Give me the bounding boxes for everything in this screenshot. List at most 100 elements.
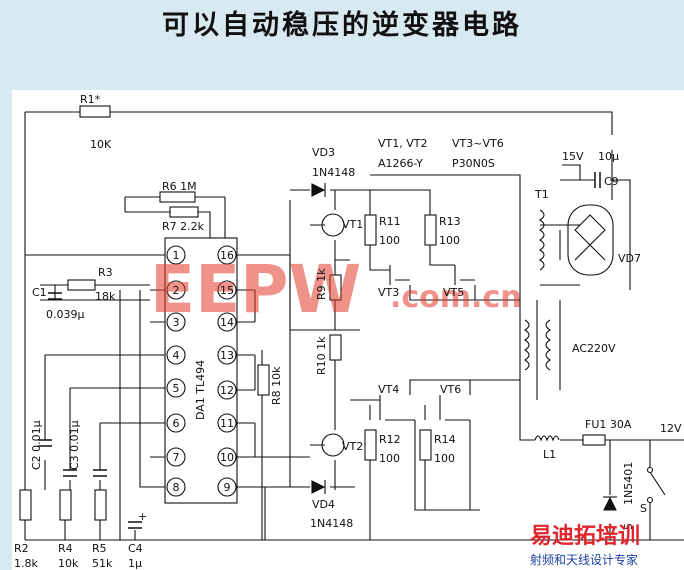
svg-text:11: 11 bbox=[220, 417, 234, 430]
svg-text:6: 6 bbox=[173, 417, 180, 430]
label-vd5: 5 bbox=[622, 523, 635, 530]
label-vt4: VT4 bbox=[378, 383, 399, 396]
label-r2: R2 bbox=[14, 542, 29, 555]
resistor-r13 bbox=[424, 214, 437, 246]
label-r14-val: 100 bbox=[434, 452, 455, 465]
resistor-r10 bbox=[329, 334, 342, 361]
resistor-r12 bbox=[364, 429, 377, 461]
capacitor-c2 bbox=[38, 439, 52, 447]
label-r8: R8 10k bbox=[270, 366, 283, 405]
label-12v: 12V bbox=[660, 422, 682, 435]
labels: R1* 10K VD3 1N4148 VT1, VT2 A1266-Y VT3~… bbox=[14, 93, 682, 570]
ic-pins bbox=[166, 245, 237, 497]
resistor-r1 bbox=[79, 105, 111, 118]
resistor-r6 bbox=[159, 191, 196, 203]
capacitor-c3b bbox=[93, 469, 107, 477]
label-fu1: FU1 30A bbox=[585, 418, 632, 431]
label-vd4: VD4 bbox=[312, 498, 335, 511]
label-vt5: VT5 bbox=[443, 286, 464, 299]
label-r6: R6 1M bbox=[162, 180, 197, 193]
label-t1: T1 bbox=[534, 188, 549, 201]
label-c3: C3 0.01μ bbox=[68, 420, 81, 470]
label-r4-val: 10k bbox=[58, 557, 79, 570]
svg-text:9: 9 bbox=[224, 481, 231, 494]
label-r11: R11 bbox=[379, 215, 401, 228]
diode-vd4 bbox=[311, 480, 326, 494]
label-c9: C9 bbox=[604, 175, 619, 188]
svg-text:2: 2 bbox=[173, 284, 180, 297]
wires bbox=[24, 111, 684, 541]
svg-text:1: 1 bbox=[173, 249, 180, 262]
svg-text:14: 14 bbox=[220, 316, 234, 329]
bridge-vd7 bbox=[567, 204, 614, 276]
capacitors bbox=[38, 172, 601, 529]
label-vt-a: VT1, VT2 bbox=[378, 137, 427, 150]
label-c4: C4 bbox=[128, 542, 143, 555]
resistor-r8 bbox=[257, 364, 270, 396]
svg-text:8: 8 bbox=[173, 481, 180, 494]
switch-s bbox=[646, 466, 666, 504]
label-r1-val: 10K bbox=[90, 138, 112, 151]
label-vt-b-part: P30N0S bbox=[452, 157, 495, 170]
transistors bbox=[321, 213, 345, 457]
label-c2: C2 0.01μ bbox=[30, 420, 43, 470]
label-l1: L1 bbox=[543, 448, 556, 461]
label-r4: R4 bbox=[58, 542, 73, 555]
label-r5-val: 51k bbox=[92, 557, 113, 570]
label-c4-val: 1μ bbox=[128, 557, 142, 570]
label-vt6: VT6 bbox=[440, 383, 461, 396]
resistor-r14 bbox=[419, 429, 432, 461]
label-vt3: VT3 bbox=[378, 286, 399, 299]
transistor-vt1 bbox=[321, 213, 345, 237]
label-c1-val: 0.039μ bbox=[46, 308, 85, 321]
resistor-r7 bbox=[169, 206, 199, 218]
resistor-r9 bbox=[329, 274, 342, 301]
svg-text:7: 7 bbox=[173, 451, 180, 464]
diodes bbox=[311, 183, 617, 511]
resistor-r2 bbox=[19, 489, 32, 521]
label-vt-a-part: A1266-Y bbox=[378, 157, 423, 170]
label-r14: R14 bbox=[434, 433, 456, 446]
label-vd4-part: 1N4148 bbox=[310, 517, 353, 530]
transformer-t1 bbox=[523, 209, 552, 400]
label-r3-val: 18k bbox=[95, 290, 116, 303]
label-r12: R12 bbox=[379, 433, 401, 446]
inductor-l1 bbox=[534, 435, 560, 442]
label-c9-val: 10μ bbox=[598, 150, 619, 163]
svg-text:13: 13 bbox=[220, 349, 234, 362]
slide-title: 可以自动稳压的逆变器电路 bbox=[162, 10, 522, 41]
resistor-r3 bbox=[67, 279, 96, 291]
label-r12-val: 100 bbox=[379, 452, 400, 465]
svg-text:3: 3 bbox=[173, 316, 180, 329]
label-ac220v: AC220V bbox=[572, 342, 616, 355]
label-r13: R13 bbox=[439, 215, 461, 228]
label-plus: + bbox=[138, 510, 147, 523]
svg-text:16: 16 bbox=[220, 249, 234, 262]
watermark-url: .com.cn bbox=[390, 280, 522, 315]
label-1n5401: 1N5401 bbox=[622, 462, 635, 505]
label-vt-b: VT3~VT6 bbox=[452, 137, 504, 150]
label-15v: 15V bbox=[562, 150, 584, 163]
diode-vd3 bbox=[311, 183, 326, 197]
brand-tagline: 射频和天线设计专家 bbox=[530, 552, 638, 567]
svg-text:10: 10 bbox=[220, 451, 234, 464]
label-r7: R7 2.2k bbox=[162, 220, 205, 233]
watermark-logo: EEPW bbox=[150, 251, 361, 328]
label-r13-val: 100 bbox=[439, 234, 460, 247]
svg-text:4: 4 bbox=[173, 349, 180, 362]
brand-name: 易迪拓培训 bbox=[530, 523, 640, 549]
label-vd7: VD7 bbox=[618, 252, 641, 265]
capacitor-c1 bbox=[48, 292, 62, 300]
label-r9: R9 1k bbox=[315, 268, 328, 300]
label-vd3: VD3 bbox=[312, 146, 335, 159]
label-r5: R5 bbox=[92, 542, 107, 555]
label-r1: R1* bbox=[80, 93, 101, 106]
svg-text:15: 15 bbox=[220, 284, 234, 297]
diode-1n5401 bbox=[603, 496, 617, 511]
capacitor-c9 bbox=[594, 172, 601, 188]
resistor-r11 bbox=[364, 214, 377, 246]
fuse-fu1 bbox=[582, 434, 606, 446]
label-r3: R3 bbox=[98, 266, 113, 279]
label-c1: C1 bbox=[32, 286, 47, 299]
